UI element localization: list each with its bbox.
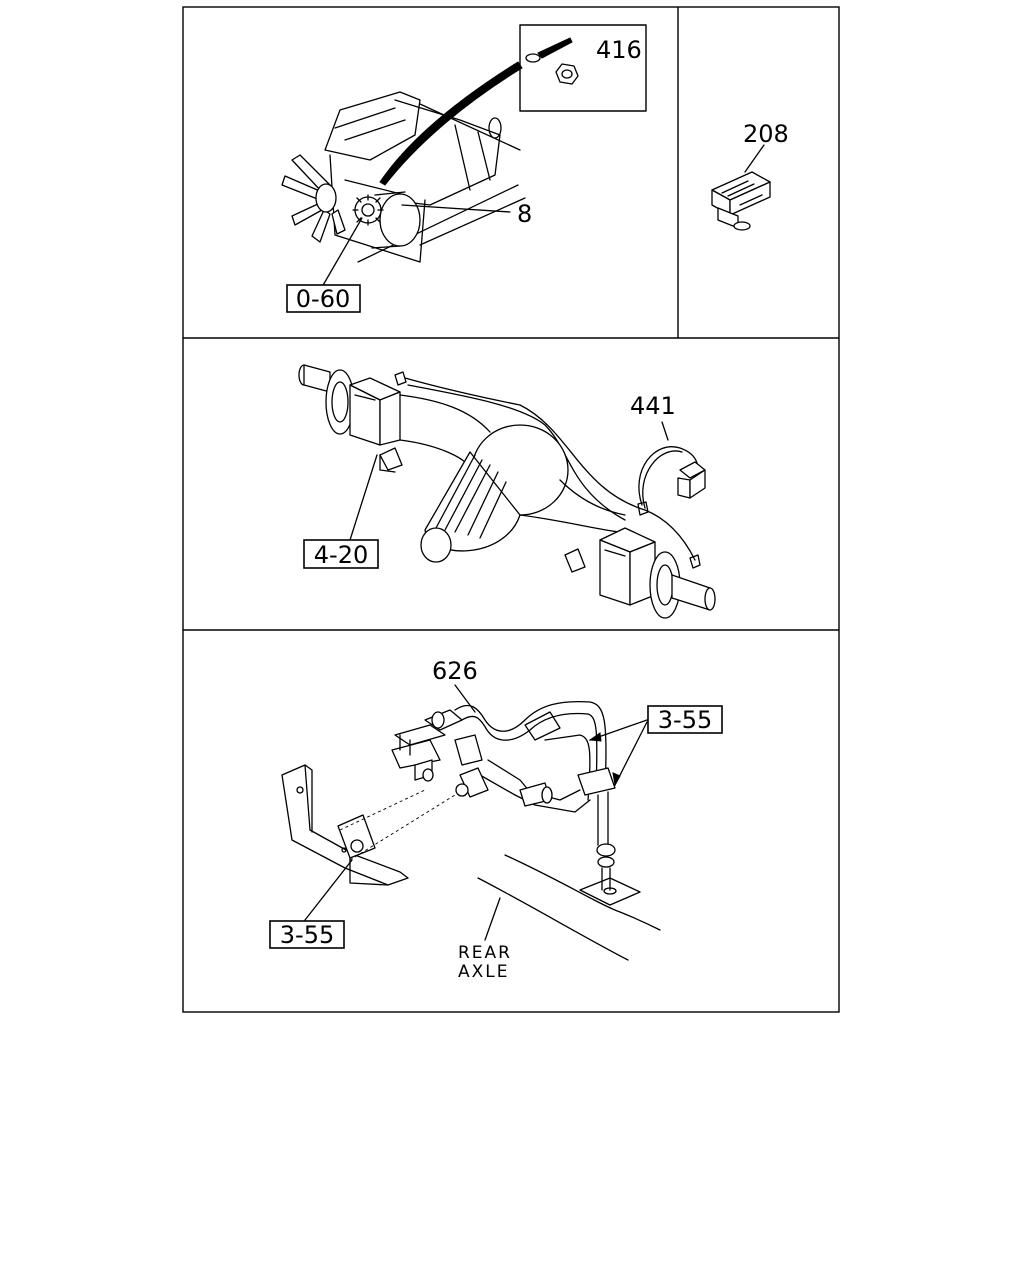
- leader-8: [401, 204, 511, 213]
- harness-pipe-illustration: [281, 700, 661, 961]
- callout-626: 626: [432, 657, 478, 685]
- rear-axle-illustration: [298, 364, 716, 619]
- panel-frames: [182, 6, 840, 1013]
- callout-208: 208: [743, 120, 789, 148]
- ref-box-0-60: 0-60: [286, 284, 361, 313]
- leader-rear-axle: [484, 897, 501, 941]
- leader-3-55-pipe-b: [614, 721, 648, 786]
- rear-axle-label-line2: AXLE: [458, 962, 510, 982]
- callout-416: 416: [596, 36, 642, 64]
- leader-626: [454, 684, 476, 713]
- svg-text:0-60: 0-60: [296, 285, 350, 313]
- arrowhead-3-55-b: [612, 772, 621, 787]
- callout-8: 8: [517, 200, 532, 228]
- leader-4-20: [349, 454, 378, 541]
- ref-box-3-55-pipe: 3-55: [647, 705, 723, 734]
- arrowhead-3-55-a: [588, 732, 602, 742]
- leader-3-55-bracket: [304, 859, 353, 921]
- callout-441: 441: [630, 392, 676, 420]
- washer-nut-inset: [519, 24, 647, 112]
- svg-text:3-55: 3-55: [280, 921, 334, 949]
- svg-text:4-20: 4-20: [314, 541, 368, 569]
- leader-0-60: [321, 217, 363, 288]
- ref-box-4-20: 4-20: [303, 539, 379, 569]
- engine-illustration: [281, 61, 526, 263]
- connector-208: [711, 144, 771, 231]
- ref-box-3-55-bracket: 3-55: [269, 920, 345, 949]
- leader-441: [661, 421, 669, 441]
- rear-axle-label-line1: REAR: [458, 943, 512, 963]
- svg-text:3-55: 3-55: [658, 706, 712, 734]
